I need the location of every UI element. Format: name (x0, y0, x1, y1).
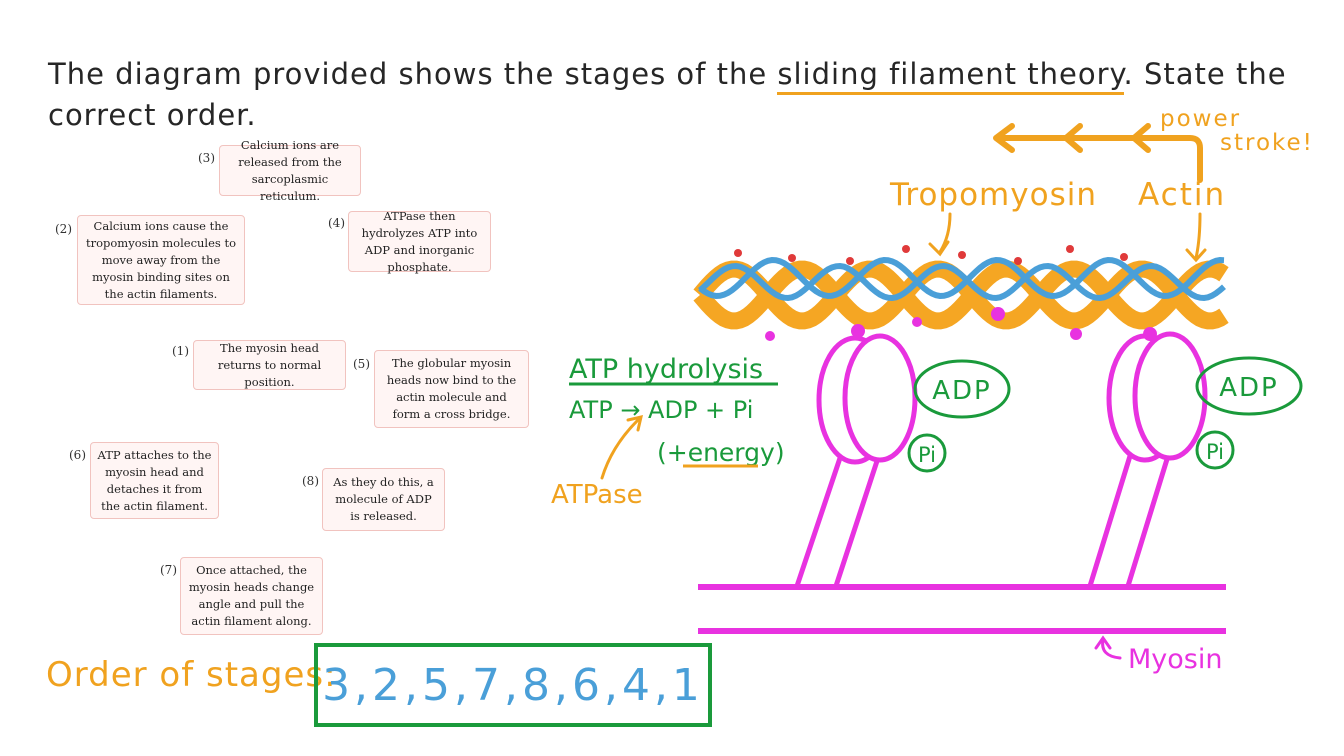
power-stroke-arrow (993, 123, 1203, 183)
power-stroke-label-line2: stroke! (1220, 130, 1314, 156)
stage-number: (5) (353, 357, 370, 371)
stage-text: The globular myosin heads now bind to th… (374, 350, 529, 428)
myosin-filament (698, 584, 1226, 634)
stage-number: (1) (172, 344, 189, 358)
stage-text: As they do this, a molecule of ADP is re… (322, 468, 445, 531)
atpase-label: ATPase (551, 480, 643, 510)
stage-text: ATP attaches to the myosin head and deta… (90, 442, 219, 519)
myosin-head-right (1087, 331, 1208, 587)
atp-equation: ATP → ADP + Pi (569, 396, 753, 424)
sliding-filament-diagram: power stroke! Tropomyosin Actin (551, 106, 1314, 675)
tropomyosin-label: Tropomyosin (889, 177, 1097, 213)
question-highlight: sliding filament theory (777, 57, 1124, 95)
actin-label: Actin (1138, 177, 1226, 213)
stage-number: (6) (69, 448, 86, 462)
energy-open: (+ (657, 438, 688, 467)
pi-label-right: Pi (1206, 440, 1224, 464)
adp-label-right: ADP (1219, 373, 1279, 403)
stage-text: Calcium ions are released from the sarco… (219, 138, 361, 203)
stage-text: Once attached, the myosin heads change a… (180, 557, 323, 635)
stage-number: (2) (55, 222, 72, 236)
order-label: Order of stages: (46, 655, 337, 695)
pi-label-left: Pi (918, 443, 936, 467)
question-text: The diagram provided shows the stages of… (48, 54, 1308, 136)
stage-number: (8) (302, 474, 319, 488)
stage-text: The myosin head returns to normal positi… (193, 340, 346, 390)
actin-pointer (1185, 212, 1207, 263)
stage-text: ATPase then hydrolyzes ATP into ADP and … (348, 209, 491, 274)
energy-close: ) (775, 438, 785, 467)
pi-bubble-left: Pi (907, 433, 947, 473)
myosin-head-left (794, 333, 918, 587)
stage-number: (4) (328, 216, 345, 230)
stage-text: Calcium ions cause the tropomyosin molec… (77, 215, 245, 305)
atpase-pointer (600, 414, 644, 480)
tropomyosin-strand (698, 256, 1226, 302)
energy-word: energy (688, 438, 775, 467)
adp-bubble-right: ADP (1195, 356, 1303, 416)
question-part-1: The diagram provided shows the stages of… (48, 57, 778, 91)
stage-number: (3) (198, 151, 215, 165)
answer-value: 3,2,5,7,8,6,4,1 (322, 659, 704, 711)
pi-bubble-right: Pi (1195, 430, 1235, 470)
adp-bubble-left: ADP (913, 359, 1011, 419)
calcium-dots (734, 245, 1128, 265)
tropomyosin-pointer (928, 212, 952, 257)
power-stroke-label-line1: power (1160, 106, 1241, 132)
adp-label-left: ADP (932, 376, 992, 406)
question-part-2: . State the correct order. (48, 57, 1287, 132)
myosin-label: Myosin (1128, 644, 1222, 675)
atp-hydrolysis-title: ATP hydrolysis (569, 354, 763, 385)
answer-box: 3,2,5,7,8,6,4,1 (314, 643, 712, 727)
energy-note: (+energy) (657, 438, 785, 467)
myosin-pointer (1094, 635, 1122, 660)
stage-number: (7) (160, 563, 177, 577)
